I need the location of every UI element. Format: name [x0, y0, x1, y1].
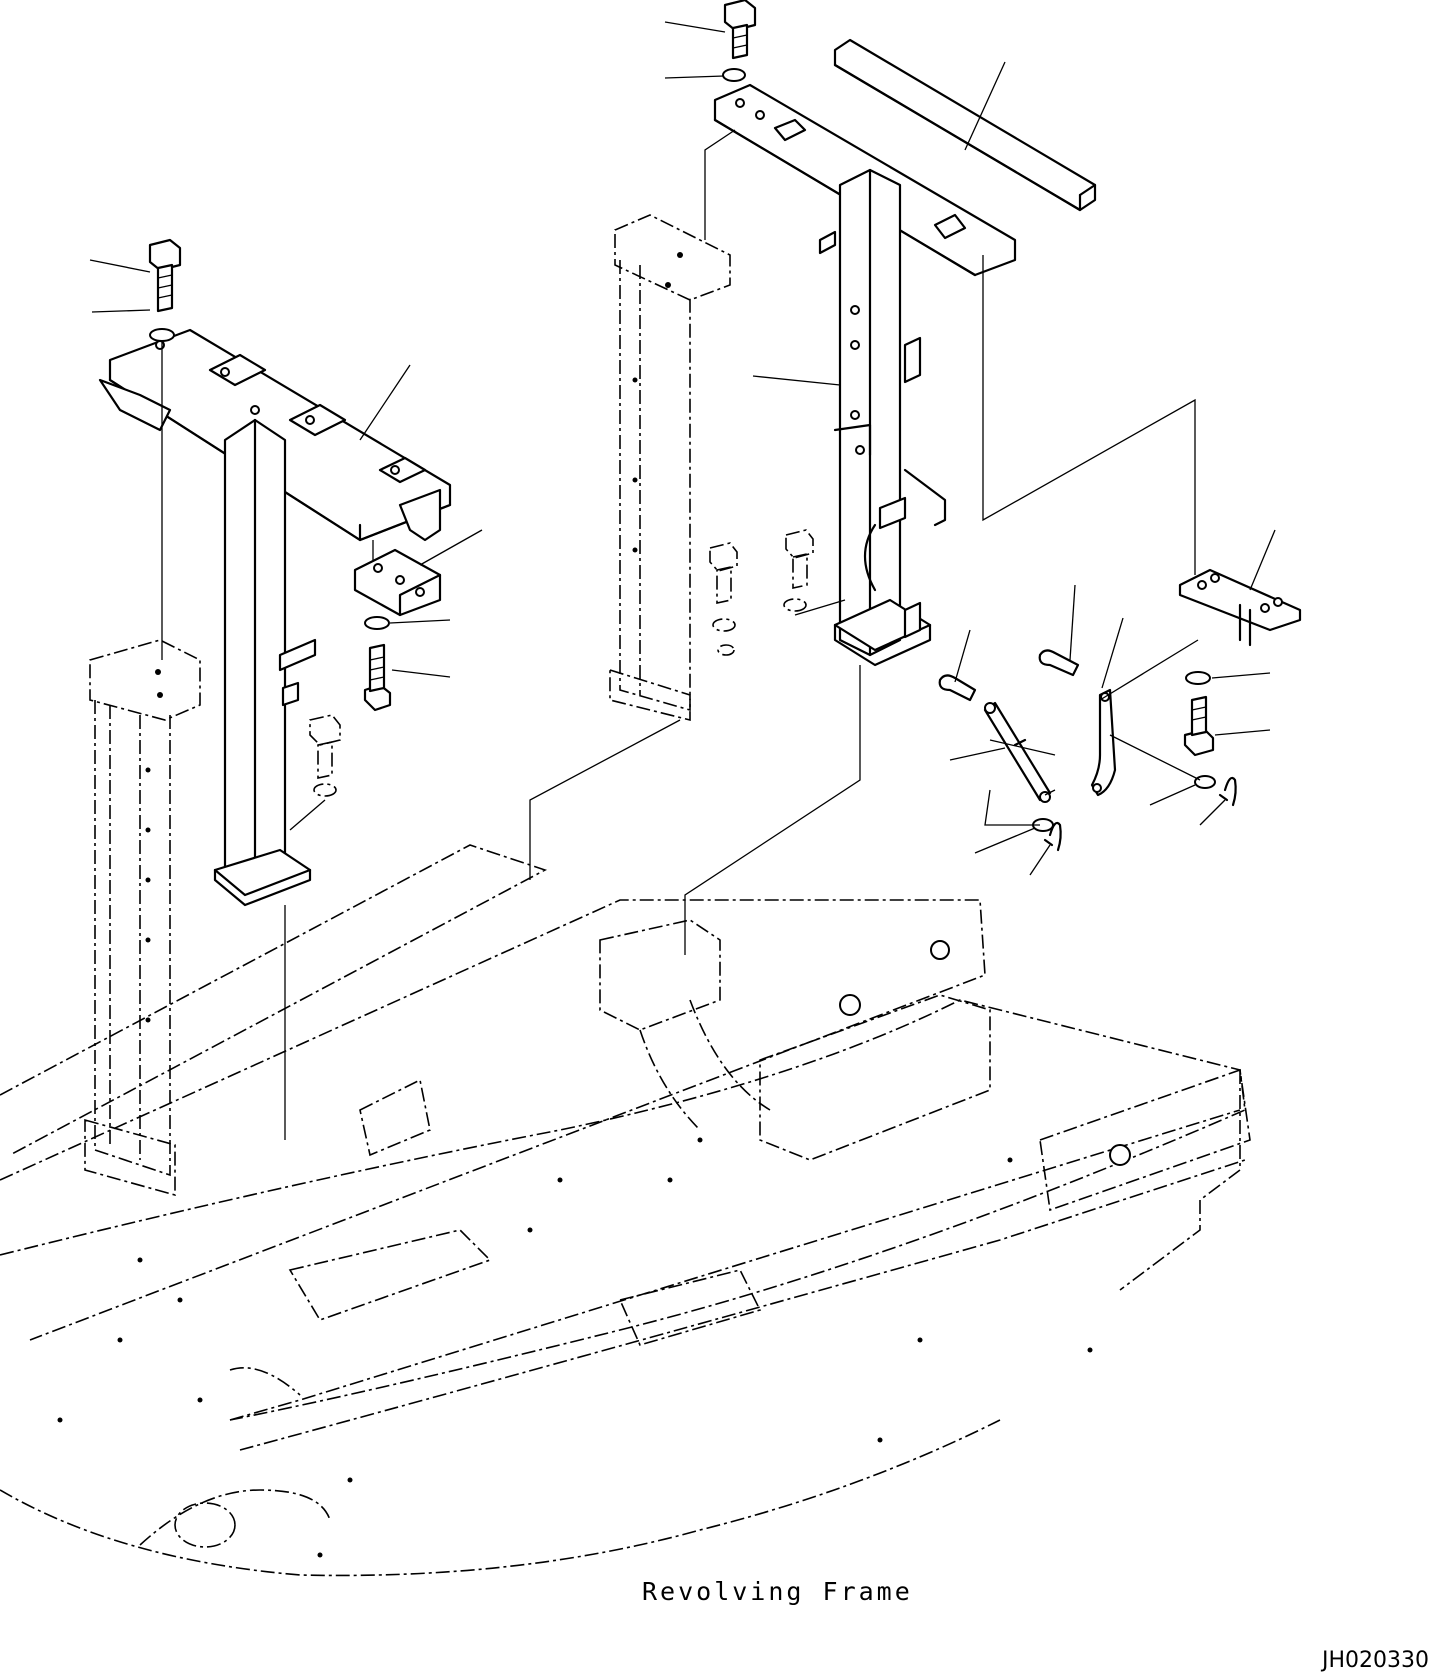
left-stand	[98, 328, 452, 907]
link-arm	[1090, 688, 1117, 797]
fasteners	[148, 0, 1216, 832]
left-phantom-column	[84, 639, 201, 1197]
left-bracket	[353, 548, 442, 617]
center-phantom-column	[609, 214, 731, 722]
right-stand	[713, 38, 1097, 667]
revolving-frame	[0, 844, 1251, 1577]
right-hinge-bracket	[1178, 568, 1302, 647]
gas-spring	[983, 701, 1052, 803]
pins	[938, 649, 1080, 702]
drawing-code: JH020330	[1320, 1648, 1429, 1673]
assembly-lines	[161, 129, 1201, 1140]
diagram-caption: Revolving Frame	[642, 1577, 913, 1606]
part-leaders	[89, 21, 1276, 876]
